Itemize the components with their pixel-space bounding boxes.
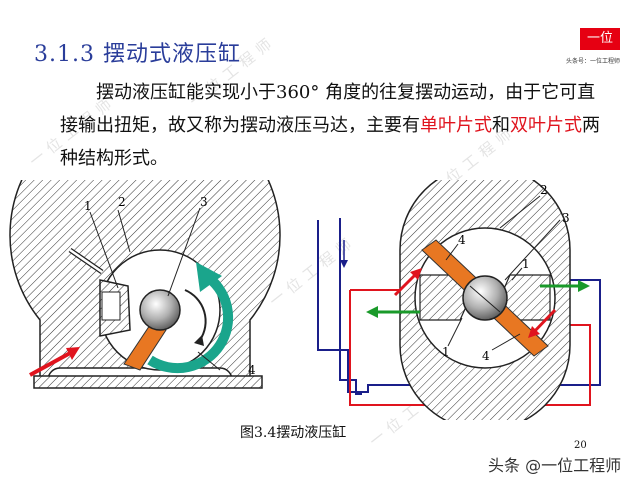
label-4-bottom: 4 bbox=[482, 349, 490, 363]
page-number: 20 bbox=[574, 440, 587, 451]
paragraph-text: 和 bbox=[492, 115, 510, 136]
paragraph-text: 摆动液压缸能实现小于360° 角度的往复摆动运动，由于它可直接输出扭矩，故又称为… bbox=[60, 82, 596, 136]
highlight-double-vane: 双叶片式 bbox=[510, 115, 582, 136]
highlight-single-vane: 单叶片式 bbox=[420, 115, 492, 136]
label-3-right: 3 bbox=[562, 211, 570, 225]
figure-caption: 图3.4摆动液压缸 bbox=[240, 425, 347, 441]
label-2-right: 2 bbox=[540, 183, 548, 197]
label-4: 4 bbox=[248, 363, 256, 377]
paragraph-text: 两种结构形式。 bbox=[60, 115, 600, 169]
footer-brand: 头条 @一位工程师 bbox=[488, 456, 622, 475]
logo-caption: 头条号：一位工程师 bbox=[566, 58, 621, 65]
logo-badge: 一位 bbox=[580, 28, 620, 50]
body-paragraph: 摆动液压缸能实现小于360° 角度的往复摆动运动，由于它可直接输出扭矩，故又称为… bbox=[60, 76, 608, 175]
label-2: 2 bbox=[118, 195, 126, 209]
label-1: 1 bbox=[84, 199, 92, 213]
label-1-top: 1 bbox=[522, 257, 530, 271]
label-4-top: 4 bbox=[458, 233, 466, 247]
double-vane-cylinder: 2 3 4 1 1 4 bbox=[317, 180, 601, 420]
label-3: 3 bbox=[200, 195, 208, 209]
single-vane-cylinder: 1 2 3 4 bbox=[9, 180, 281, 389]
slide-title: 3.1.3 摆动式液压缸 bbox=[34, 42, 241, 67]
label-1-bottom: 1 bbox=[442, 345, 450, 359]
cylinder-figure: 1 2 3 4 bbox=[9, 180, 601, 420]
